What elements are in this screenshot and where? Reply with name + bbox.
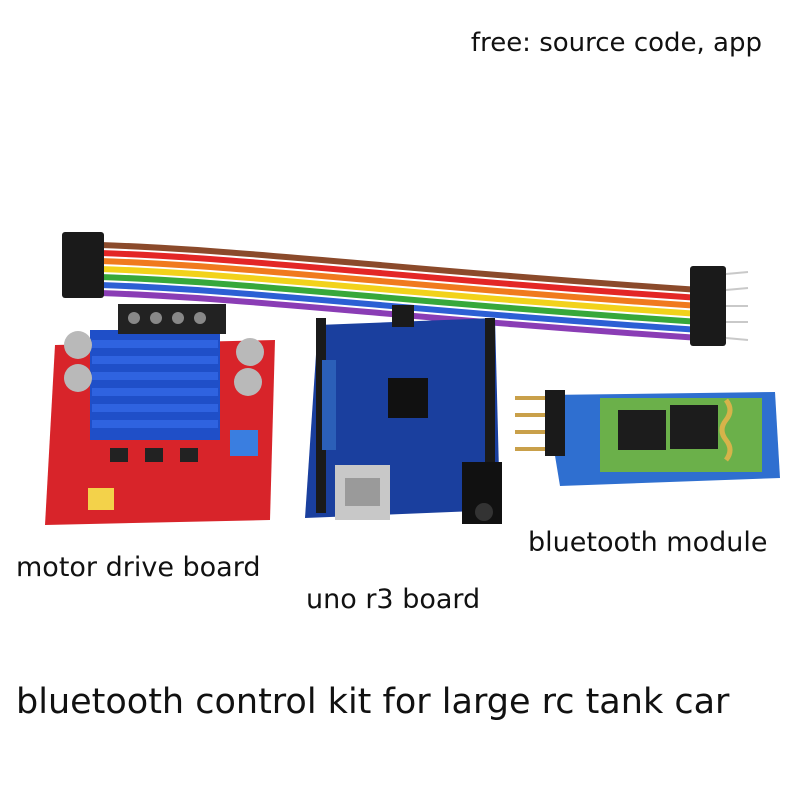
uno-r3-board [305, 305, 502, 524]
bluetooth-module [515, 390, 780, 486]
bluetooth-module-label: bluetooth module [528, 527, 768, 558]
motor-drive-board-label: motor drive board [16, 552, 261, 583]
top-note: free: source code, app [470, 28, 762, 58]
kit-title: bluetooth control kit for large rc tank … [16, 682, 730, 722]
motor-drive-board [45, 304, 275, 525]
uno-r3-board-label: uno r3 board [306, 584, 481, 615]
jumper-wire-ribbon [62, 232, 749, 346]
